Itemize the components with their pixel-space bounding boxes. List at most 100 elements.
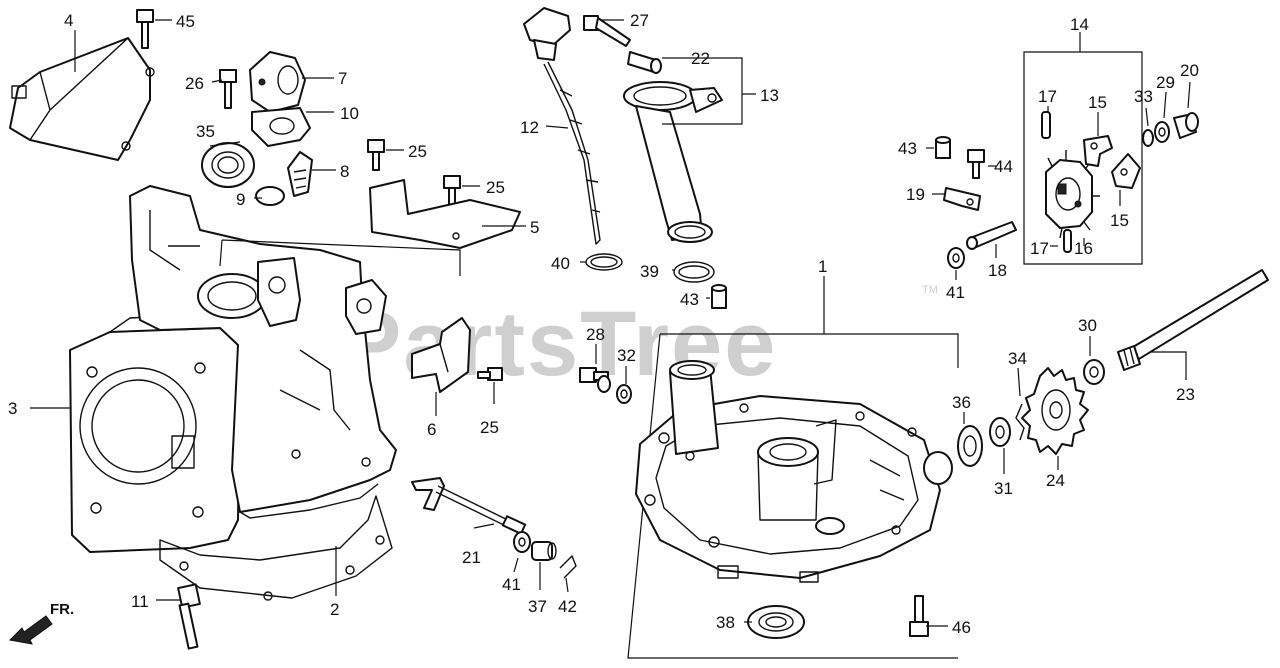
- part-breather-cover[interactable]: [249, 51, 311, 147]
- part-washer-31[interactable]: [989, 417, 1011, 447]
- part-bolt-25b[interactable]: [443, 175, 461, 207]
- callout-34: 34: [1008, 349, 1027, 368]
- part-crankcase-cover[interactable]: [635, 360, 953, 583]
- part-clip-33[interactable]: [1142, 129, 1154, 147]
- part-pin-17b[interactable]: [1063, 229, 1072, 253]
- part-bracket-6[interactable]: [411, 317, 471, 393]
- callout-16: 16: [1074, 239, 1093, 258]
- part-bushing-37[interactable]: [531, 541, 557, 561]
- callout-1: 1: [818, 257, 827, 276]
- part-oil-seal-35[interactable]: [201, 142, 255, 188]
- part-bolt-26[interactable]: [219, 69, 237, 109]
- callout-36: 36: [952, 393, 971, 412]
- callout-40: 40: [551, 254, 570, 273]
- part-bolt-27[interactable]: [583, 15, 631, 47]
- callout-4: 4: [64, 11, 73, 30]
- part-filler-tube-13[interactable]: [623, 81, 723, 243]
- part-baffle-5[interactable]: [369, 179, 521, 249]
- callout-5: 5: [530, 218, 539, 237]
- callout-15a: 15: [1088, 93, 1107, 112]
- callout-14: 14: [1070, 15, 1089, 34]
- callout-37: 37: [528, 597, 547, 616]
- callout-26: 26: [185, 74, 204, 93]
- callout-38: 38: [716, 613, 735, 632]
- callout-11: 11: [131, 592, 149, 611]
- callout-29: 29: [1156, 73, 1175, 92]
- part-pin-17a[interactable]: [1041, 111, 1051, 139]
- callout-8: 8: [340, 162, 349, 181]
- part-bolt-25a[interactable]: [367, 139, 385, 171]
- part-pin-11[interactable]: [177, 583, 201, 650]
- part-oil-seal-38[interactable]: [747, 605, 805, 639]
- callout-25a: 25: [408, 142, 427, 161]
- part-drain-bolt-28[interactable]: [579, 367, 611, 393]
- part-washer-41a[interactable]: [513, 531, 531, 553]
- callout-39: 39: [640, 262, 659, 281]
- callout-20: 20: [1180, 61, 1199, 80]
- part-plug-9[interactable]: [255, 186, 285, 206]
- callout-28: 28: [586, 325, 605, 344]
- part-holder-19[interactable]: [943, 187, 981, 211]
- front-direction-arrow-icon: [8, 615, 53, 645]
- callout-45: 45: [176, 12, 195, 31]
- callout-21: 21: [462, 548, 481, 567]
- part-washer-29[interactable]: [1154, 121, 1170, 143]
- part-oring-39[interactable]: [673, 261, 715, 283]
- part-washer-32[interactable]: [616, 384, 632, 404]
- callout-6: 6: [427, 420, 436, 439]
- callout-12: 12: [520, 118, 539, 137]
- part-dowel-43a[interactable]: [711, 284, 727, 309]
- part-governor-arm-21[interactable]: [411, 477, 527, 535]
- part-weight-15a[interactable]: [1083, 135, 1113, 167]
- part-weight-15b[interactable]: [1111, 153, 1141, 189]
- group-frame-14: [1023, 51, 1143, 265]
- callout-31: 31: [994, 479, 1013, 498]
- part-heat-shield[interactable]: [9, 37, 155, 161]
- part-governor-16[interactable]: [1045, 150, 1100, 239]
- callout-41a: 41: [502, 575, 521, 594]
- callout-22: 22: [691, 49, 710, 68]
- callout-35: 35: [196, 122, 215, 141]
- part-oil-seal-36[interactable]: [957, 425, 983, 467]
- callout-9: 9: [236, 190, 245, 209]
- callout-18: 18: [988, 261, 1007, 280]
- callout-labels: 4 45 26 7 10 35 25 8 9 25 5 3 6 25 2 11 …: [8, 11, 1199, 637]
- part-gear-24[interactable]: [1021, 367, 1089, 455]
- callout-46: 46: [952, 618, 971, 637]
- part-shaft-23[interactable]: [1117, 269, 1269, 371]
- part-crankcase[interactable]: [129, 185, 397, 519]
- callout-3: 3: [8, 399, 17, 418]
- callout-43a: 43: [680, 290, 699, 309]
- callout-43b: 43: [898, 139, 917, 158]
- callout-41b: 41: [946, 283, 965, 302]
- callout-10: 10: [340, 104, 359, 123]
- callout-25c: 25: [480, 418, 499, 437]
- callout-17a: 17: [1038, 87, 1057, 106]
- part-dipstick-12[interactable]: [523, 7, 601, 245]
- part-dowel-43b[interactable]: [935, 136, 951, 159]
- part-clip-42[interactable]: [559, 555, 577, 579]
- callout-30: 30: [1078, 316, 1097, 335]
- part-washer-41b[interactable]: [947, 247, 965, 269]
- callout-15b: 15: [1110, 211, 1129, 230]
- part-collar-22[interactable]: [627, 51, 662, 74]
- callout-2: 2: [330, 600, 339, 619]
- callout-27: 27: [630, 11, 649, 30]
- leader-lines: [30, 19, 1191, 627]
- part-oring-40[interactable]: [585, 253, 623, 271]
- part-bolt-46[interactable]: [909, 595, 929, 637]
- part-shaft-18[interactable]: [966, 221, 1017, 250]
- front-direction-label: FR.: [50, 601, 74, 618]
- part-pin-34[interactable]: [1015, 403, 1025, 441]
- part-breather-valve-8[interactable]: [287, 151, 313, 197]
- part-bolt-44[interactable]: [967, 149, 985, 179]
- part-washer-30[interactable]: [1083, 359, 1105, 385]
- part-bolt-25c[interactable]: [477, 367, 503, 381]
- callout-24: 24: [1046, 471, 1065, 490]
- part-gasket-2[interactable]: [159, 495, 393, 601]
- callout-17b: 17: [1030, 239, 1049, 258]
- part-bolt-45[interactable]: [136, 9, 154, 49]
- callout-33: 33: [1134, 87, 1153, 106]
- part-bushing-20[interactable]: [1173, 112, 1199, 139]
- callout-44: 44: [994, 157, 1013, 176]
